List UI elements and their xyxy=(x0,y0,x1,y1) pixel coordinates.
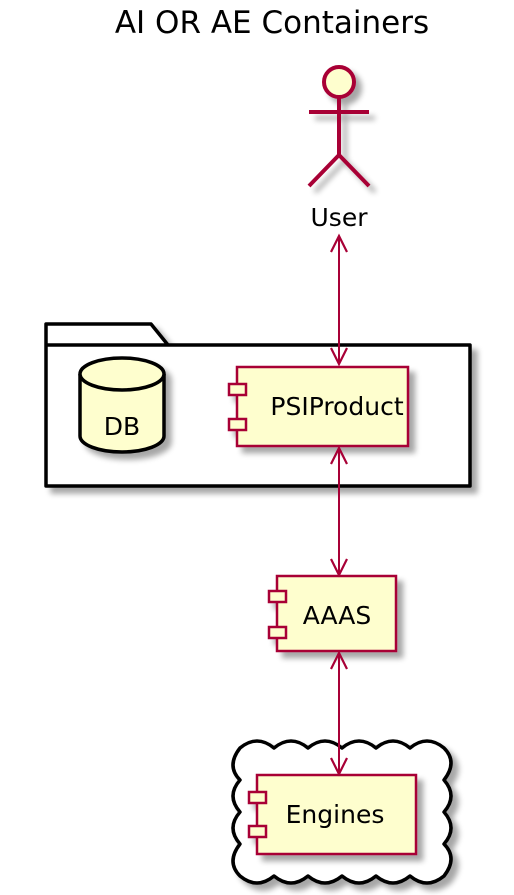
component-aaas[interactable]: AAAS xyxy=(267,574,398,653)
component-engines-box xyxy=(247,773,418,856)
component-engines-label: Engines xyxy=(286,800,385,829)
component-aaas-box xyxy=(267,574,398,653)
edge-aaas-engines xyxy=(330,650,348,777)
component-aaas-label: AAAS xyxy=(303,601,372,630)
component-psiproduct-label: PSIProduct xyxy=(270,392,403,421)
stick-figure-actor-icon xyxy=(307,65,371,188)
component-psiproduct-box xyxy=(227,365,410,448)
component-engines[interactable]: Engines xyxy=(247,773,418,856)
database-cylinder-icon xyxy=(78,356,166,454)
edge-user-psiproduct xyxy=(330,233,348,367)
diagram-title: AI OR AE Containers xyxy=(115,5,429,41)
database-db-label: DB xyxy=(104,412,140,441)
actor-user[interactable]: User xyxy=(307,65,371,232)
edge-psiproduct-aaas xyxy=(330,445,348,578)
uml-component-icon xyxy=(247,790,268,839)
uml-component-icon xyxy=(227,382,248,432)
actor-user-label: User xyxy=(311,203,369,232)
uml-component-icon xyxy=(267,589,288,640)
component-psiproduct[interactable]: PSIProduct xyxy=(227,365,410,448)
database-db[interactable]: DB xyxy=(78,356,166,454)
